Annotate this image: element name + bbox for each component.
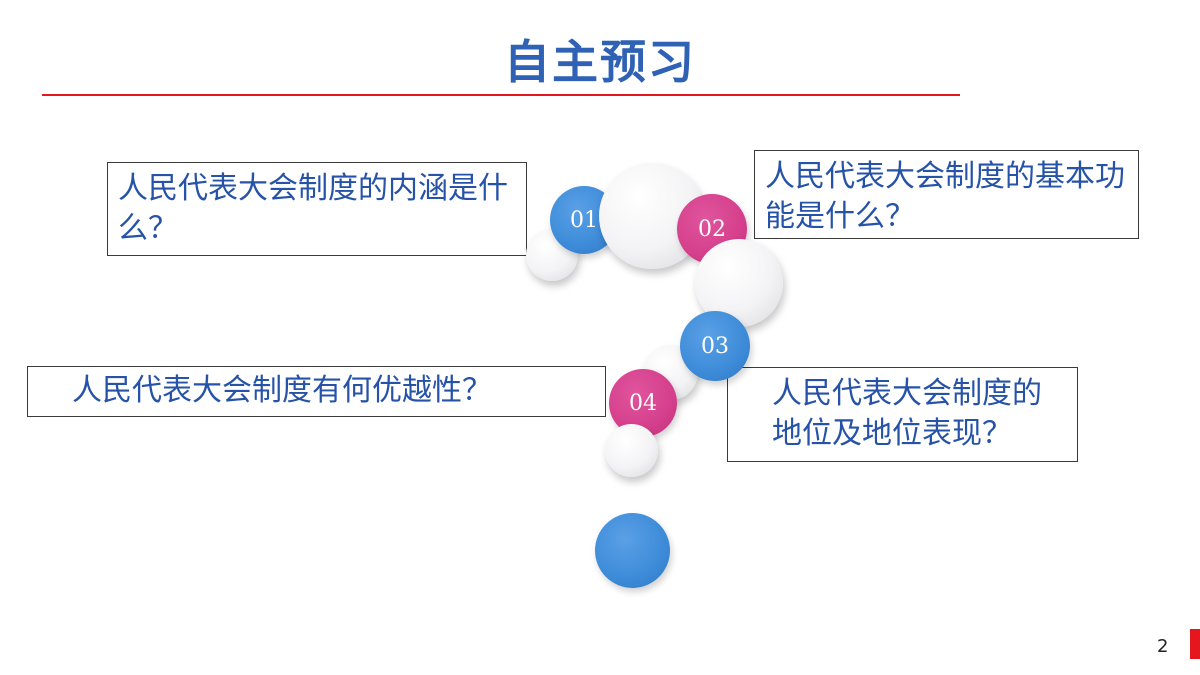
- page-number: 2: [1157, 636, 1169, 657]
- number-label-04: 04: [629, 390, 657, 416]
- number-label-03: 03: [701, 333, 729, 359]
- question-mark-dot: [595, 513, 670, 588]
- question-box-03: 人民代表大会制度的地位及地位表现？: [727, 367, 1078, 462]
- slide-title: 自主预习: [504, 35, 696, 89]
- question-box-04: 人民代表大会制度有何优越性？: [27, 366, 606, 417]
- title-underline: [42, 94, 960, 96]
- grey-circle-bottom: [605, 424, 658, 477]
- number-circle-03: 03: [680, 311, 750, 381]
- question-text-01: 人民代表大会制度的内涵是什么？: [118, 171, 508, 246]
- question-text-03: 人民代表大会制度的地位及地位表现？: [772, 376, 1042, 451]
- page-corner-mark: [1190, 629, 1200, 659]
- question-text-02: 人民代表大会制度的基本功能是什么？: [765, 159, 1125, 234]
- question-text-04: 人民代表大会制度有何优越性？: [72, 373, 492, 408]
- question-box-01: 人民代表大会制度的内涵是什么？: [107, 162, 527, 256]
- question-box-02: 人民代表大会制度的基本功能是什么？: [754, 150, 1139, 239]
- number-label-01: 01: [570, 207, 598, 233]
- number-label-02: 02: [698, 216, 726, 242]
